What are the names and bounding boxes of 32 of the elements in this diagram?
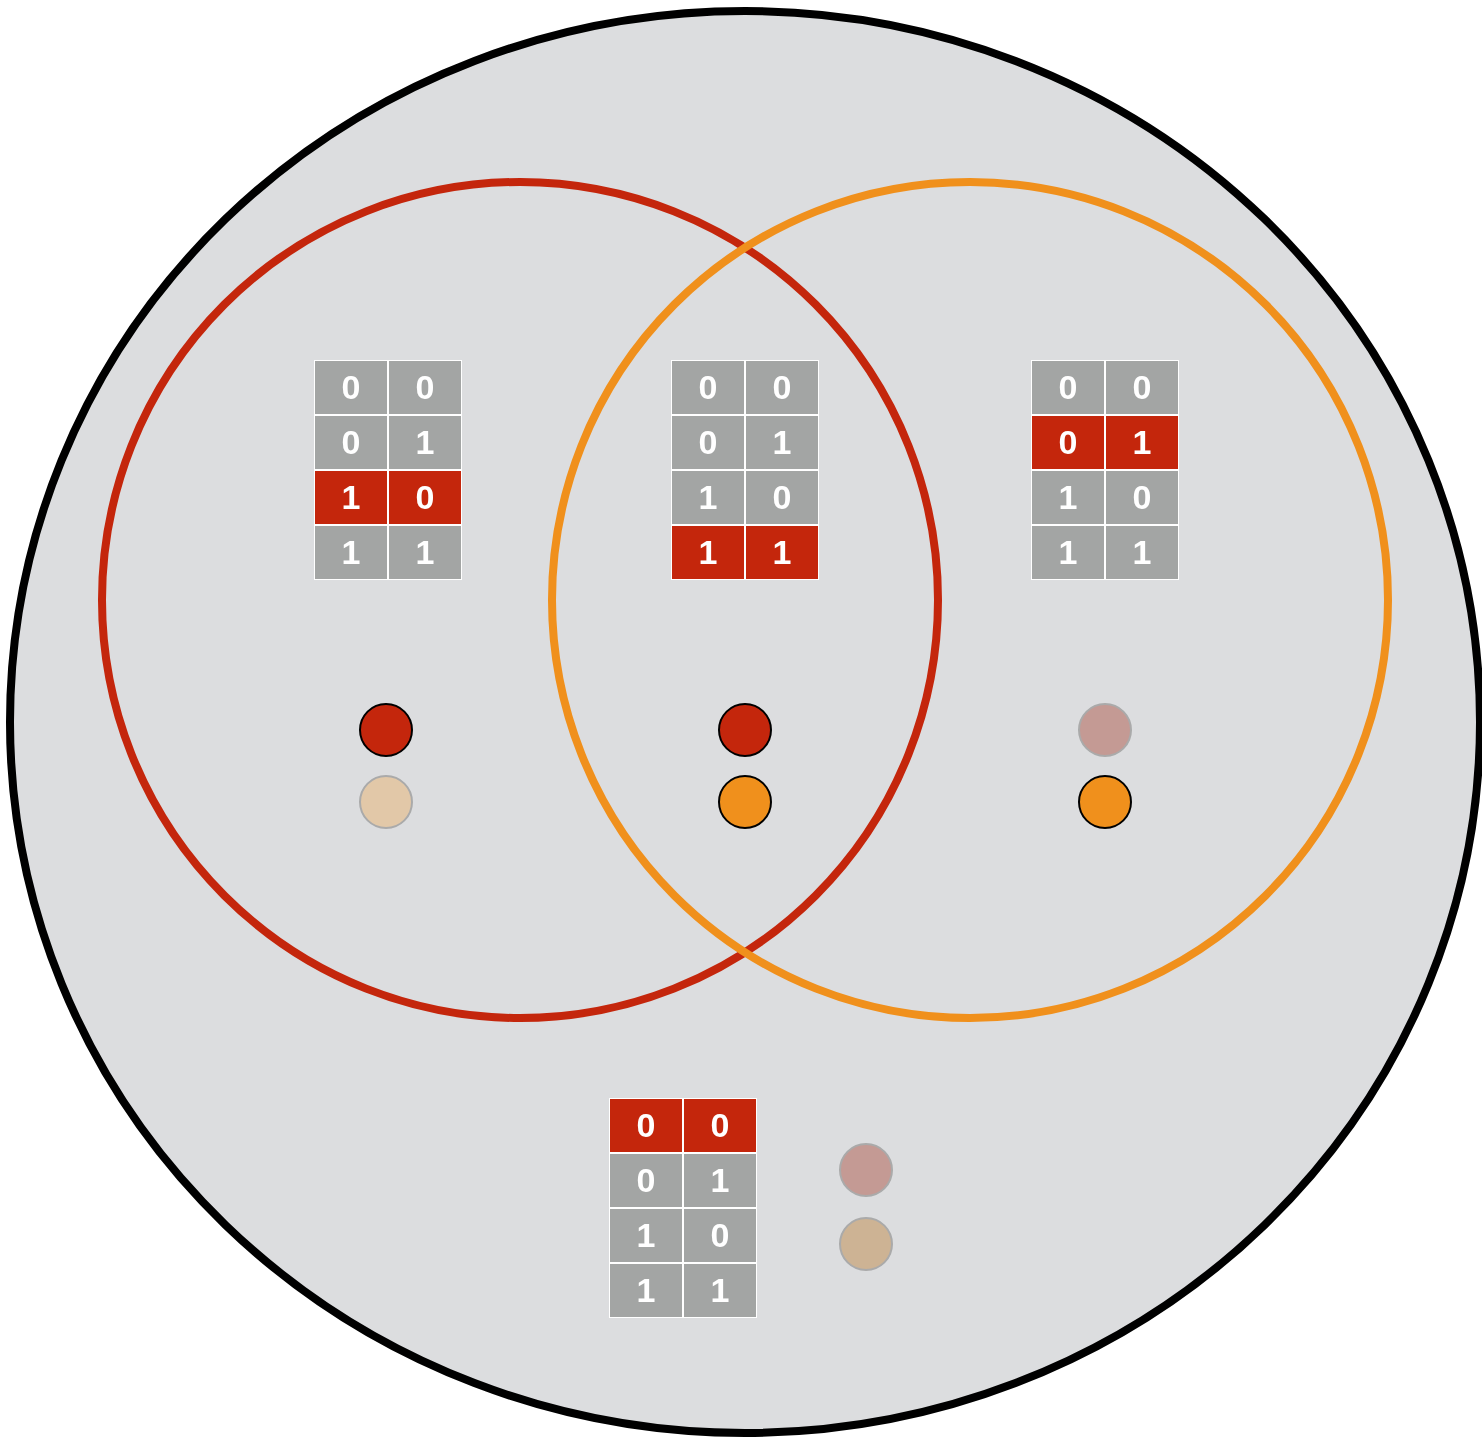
truth-table-cell: 1 — [609, 1263, 683, 1318]
truth-table-cell: 0 — [314, 360, 388, 415]
truth-table-cell: 1 — [388, 525, 462, 580]
truth-table-cell: 0 — [1031, 415, 1105, 470]
truth-table-cell: 0 — [745, 470, 819, 525]
truth-table-cell: 1 — [609, 1208, 683, 1263]
truth-table-cell: 0 — [683, 1098, 757, 1153]
truth-table-cell: 1 — [671, 525, 745, 580]
truth-table-cell: 0 — [388, 470, 462, 525]
truth-table-cell: 0 — [609, 1153, 683, 1208]
truth-table-cell: 1 — [745, 525, 819, 580]
truth-table-cell: 1 — [388, 415, 462, 470]
truth-table-cell: 0 — [1105, 360, 1179, 415]
truth-table-cell: 1 — [1031, 525, 1105, 580]
truth-table-cell: 0 — [1031, 360, 1105, 415]
truth-table-cell: 1 — [1031, 470, 1105, 525]
truth-table-cell: 0 — [609, 1098, 683, 1153]
truth-table-cell: 0 — [671, 360, 745, 415]
truth-table-cell: 1 — [683, 1153, 757, 1208]
truth-table-cell: 1 — [1105, 415, 1179, 470]
truth-table-cell: 1 — [745, 415, 819, 470]
truth-table-cell: 0 — [683, 1208, 757, 1263]
truth-table-cell: 1 — [314, 525, 388, 580]
truth-table-cell: 0 — [314, 415, 388, 470]
truth-table-cell: 0 — [671, 415, 745, 470]
truth-table-cell: 1 — [671, 470, 745, 525]
truth-table-cell: 1 — [1105, 525, 1179, 580]
truth-table-cell: 0 — [388, 360, 462, 415]
truth-table-cell: 0 — [1105, 470, 1179, 525]
truth-table-cell: 0 — [745, 360, 819, 415]
truth-table-cell: 1 — [314, 470, 388, 525]
truth-table-cell: 1 — [683, 1263, 757, 1318]
